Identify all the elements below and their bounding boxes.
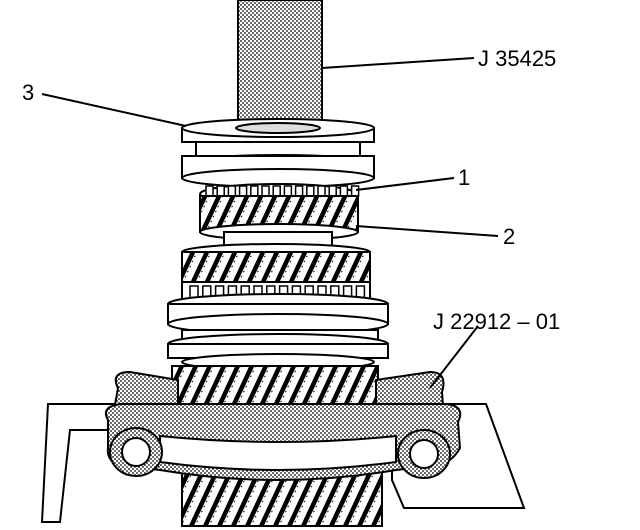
helical-gear-middle <box>181 243 371 305</box>
bearing-race <box>181 118 375 188</box>
callout-2: 2 <box>503 224 516 249</box>
callout-j35425: J 35425 <box>478 46 557 71</box>
press-ram <box>237 0 323 141</box>
synchro-sleeve <box>167 293 389 371</box>
leader-lines <box>41 57 499 389</box>
callout-j22912-01: J 22912 – 01 <box>433 309 561 334</box>
callout-1: 1 <box>458 165 471 190</box>
bearing-separator <box>104 370 462 481</box>
callout-3: 3 <box>22 80 35 105</box>
